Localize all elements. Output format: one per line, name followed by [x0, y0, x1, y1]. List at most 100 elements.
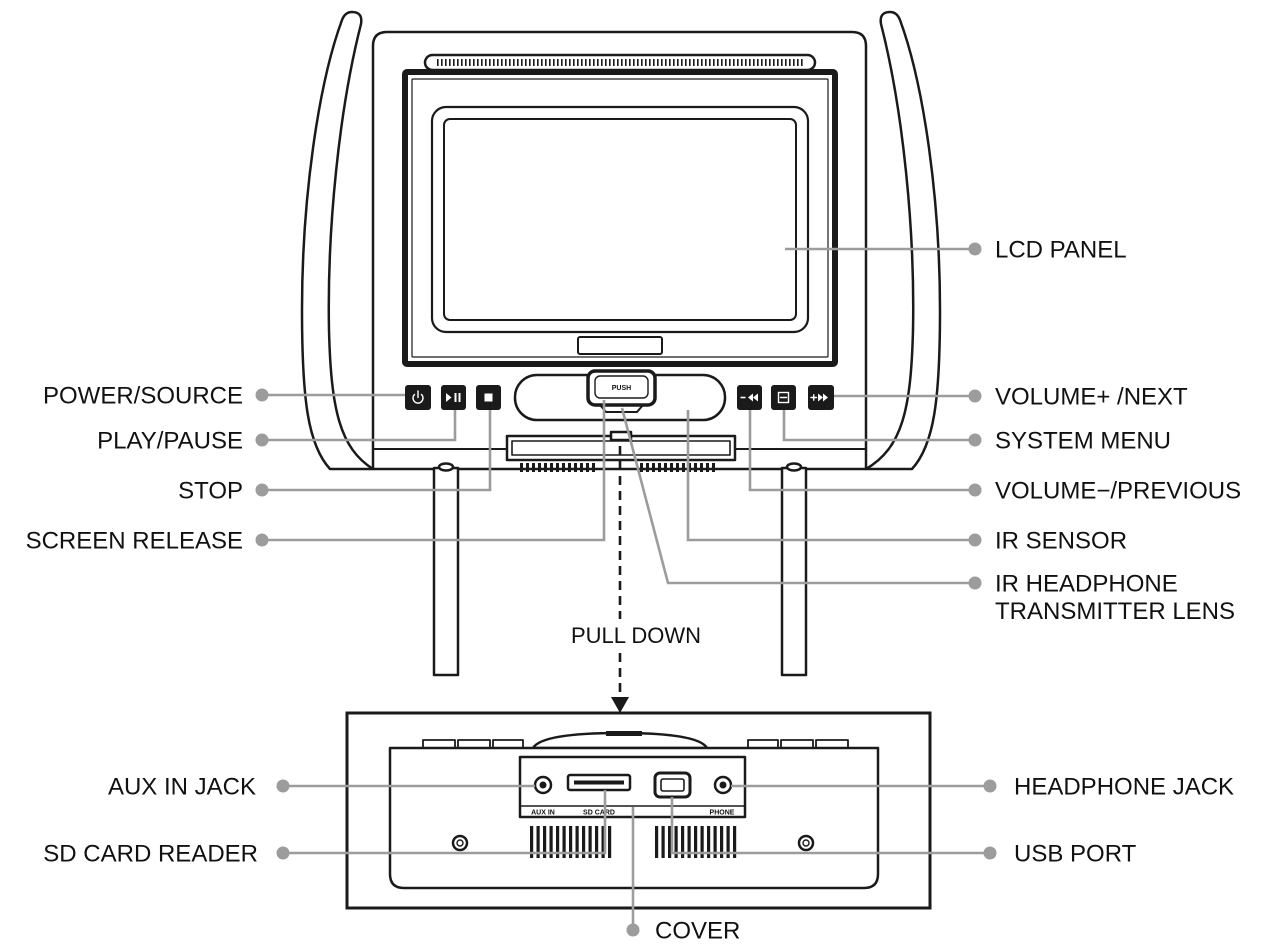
previous-arrows — [748, 393, 758, 402]
stop-icon — [484, 393, 493, 402]
leader-line — [262, 410, 457, 442]
bottom-vent-left — [530, 826, 612, 858]
label-pull-down: PULL DOWN — [571, 623, 701, 648]
label-power-source: POWER/SOURCE — [43, 383, 243, 410]
leader-dot — [968, 433, 982, 447]
port-marking-phone: PHONE — [710, 810, 735, 817]
leader-dot — [255, 533, 269, 547]
label-usb-port: USB PORT — [1014, 841, 1137, 868]
bezel-tab — [577, 336, 663, 355]
jack-hole — [719, 781, 727, 789]
play-pause-button — [441, 385, 466, 410]
screw-head — [797, 834, 815, 852]
pause-bar — [454, 393, 457, 402]
left-mounting-post — [432, 466, 460, 677]
label-ir-headphone-line-2: TRANSMITTER LENS — [995, 598, 1235, 625]
pull-down-arrowhead — [611, 697, 629, 713]
usb-port — [653, 771, 692, 799]
sd-card-slot — [566, 773, 632, 792]
volume-up-next-button — [808, 385, 834, 410]
volume-down-previous-icon — [740, 393, 758, 402]
leader-line — [670, 797, 990, 855]
label-cover: COVER — [655, 918, 740, 945]
callout-headphone-jack: HEADPHONE JACK — [731, 774, 1234, 801]
play-triangle — [446, 393, 452, 402]
callout-cover: COVER — [626, 807, 740, 945]
push-marking: PUSH — [612, 385, 631, 392]
label-volume-up-next: VOLUME+ /NEXT — [995, 384, 1188, 411]
callout-power-source: POWER/SOURCE — [43, 383, 405, 410]
callout-system-menu: SYSTEM MENU — [782, 410, 1171, 455]
callout-stop: STOP — [178, 410, 492, 505]
leader-line — [283, 790, 607, 855]
callout-aux-in-jack: AUX IN JACK — [108, 774, 535, 801]
cover-pull-tab — [609, 430, 633, 442]
top-vent-left — [520, 463, 595, 472]
usb-opening — [660, 778, 685, 792]
left-headrest-wing — [300, 10, 375, 471]
label-stop: STOP — [178, 478, 243, 505]
label-play-pause: PLAY/PAUSE — [97, 428, 243, 455]
leader-dot — [276, 779, 290, 793]
jack-hole — [539, 781, 547, 789]
aux-in-jack — [533, 775, 553, 795]
leader-dot — [968, 576, 982, 590]
callout-ir-headphone-transmitter-lens: IR HEADPHONE TRANSMITTER LENS — [620, 407, 1235, 625]
menu-square — [777, 391, 790, 404]
right-headrest-wing — [864, 10, 942, 471]
leader-dot — [276, 846, 290, 860]
slot-opening — [574, 780, 624, 785]
underside-detail-view: AUX IN SD CARD PHONE — [345, 711, 932, 910]
right-screw — [797, 834, 815, 852]
screw-center — [456, 839, 464, 847]
leader-line — [748, 410, 975, 492]
right-post-collar — [785, 462, 803, 472]
speaker-grille — [423, 53, 817, 72]
pull-down-indicator: PULL DOWN — [571, 446, 701, 713]
release-button-frame — [586, 369, 657, 407]
next-arrows — [818, 393, 828, 402]
lcd-panel-inner — [443, 118, 797, 321]
leader-dot — [255, 483, 269, 497]
label-ir-headphone-line-1: IR HEADPHONE — [995, 571, 1178, 598]
top-vent-right — [640, 463, 715, 472]
label-ir-sensor: IR SENSOR — [995, 528, 1127, 555]
leader-dot — [255, 388, 269, 402]
leader-line — [686, 410, 975, 542]
label-system-menu: SYSTEM MENU — [995, 428, 1171, 455]
leader-dot — [968, 533, 982, 547]
callout-lcd-panel: LCD PANEL — [785, 237, 1127, 264]
leader-line — [262, 410, 492, 492]
screw-head — [451, 834, 469, 852]
label-lcd-panel: LCD PANEL — [995, 237, 1127, 264]
left-screw — [451, 834, 469, 852]
right-mounting-post — [780, 466, 808, 677]
power-source-icon — [412, 390, 424, 404]
leader-dot — [968, 242, 982, 256]
release-hump-tab — [606, 731, 642, 736]
left-post-collar — [437, 462, 455, 472]
plus-sign — [810, 394, 818, 401]
leader-dot — [983, 779, 997, 793]
label-screen-release: SCREEN RELEASE — [26, 528, 243, 555]
release-button-face — [594, 375, 649, 399]
pause-bar — [458, 393, 461, 402]
leader-line — [262, 400, 606, 542]
callout-play-pause: PLAY/PAUSE — [97, 410, 457, 455]
headphone-jack — [713, 775, 733, 795]
leader-line — [620, 407, 975, 585]
label-sd-card-reader: SD CARD READER — [43, 841, 258, 868]
leader-dot — [968, 483, 982, 497]
callout-sd-card-reader: SD CARD READER — [43, 790, 607, 868]
label-aux-in-jack: AUX IN JACK — [108, 774, 256, 801]
power-arc — [412, 393, 424, 404]
leader-line — [782, 410, 975, 442]
volume-up-next-icon — [810, 393, 828, 402]
leader-dot — [626, 923, 640, 937]
play-pause-icon — [446, 393, 461, 402]
volume-down-previous-button — [737, 385, 762, 410]
leader-dot — [255, 433, 269, 447]
bottom-vent-right — [655, 826, 737, 858]
label-volume-down-previous: VOLUME−/PREVIOUS — [995, 478, 1241, 505]
button-body — [441, 385, 466, 410]
